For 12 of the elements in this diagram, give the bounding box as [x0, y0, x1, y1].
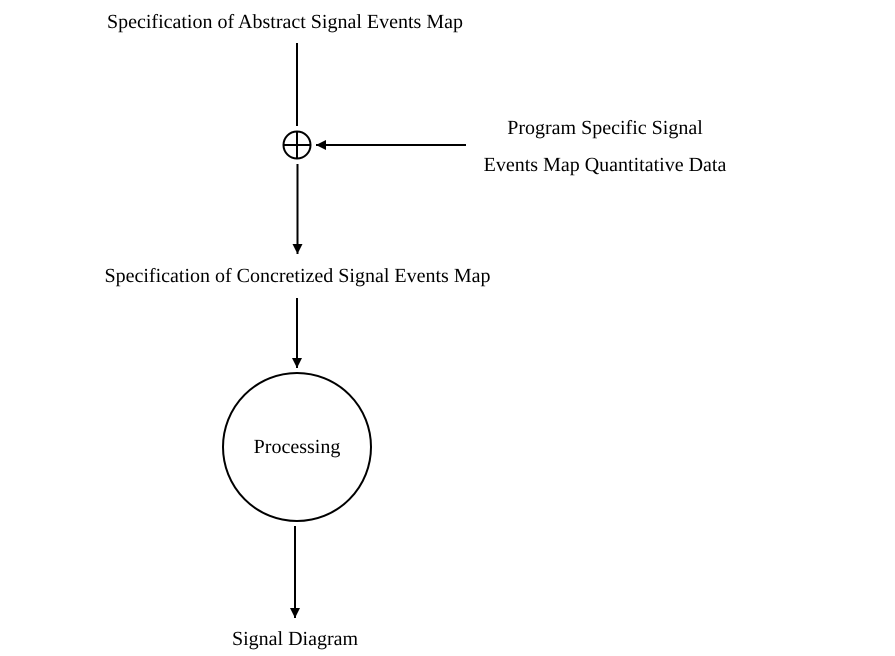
process-circle — [222, 372, 372, 522]
flow-label: Specification of Concretized Signal Events Map — [104, 264, 490, 288]
flow-label: Program Specific Signal Events Map Quantitative Data — [482, 116, 728, 178]
arrow — [292, 298, 302, 368]
arrow — [292, 164, 302, 254]
flow-label: Signal Diagram — [232, 626, 358, 652]
connector-line — [296, 43, 298, 126]
process-label: Processing — [254, 434, 340, 460]
arrow — [290, 526, 300, 618]
summing-junction-icon — [282, 130, 312, 160]
flow-label: Specification of Abstract Signal Events Map — [106, 10, 464, 34]
arrow — [316, 140, 466, 150]
